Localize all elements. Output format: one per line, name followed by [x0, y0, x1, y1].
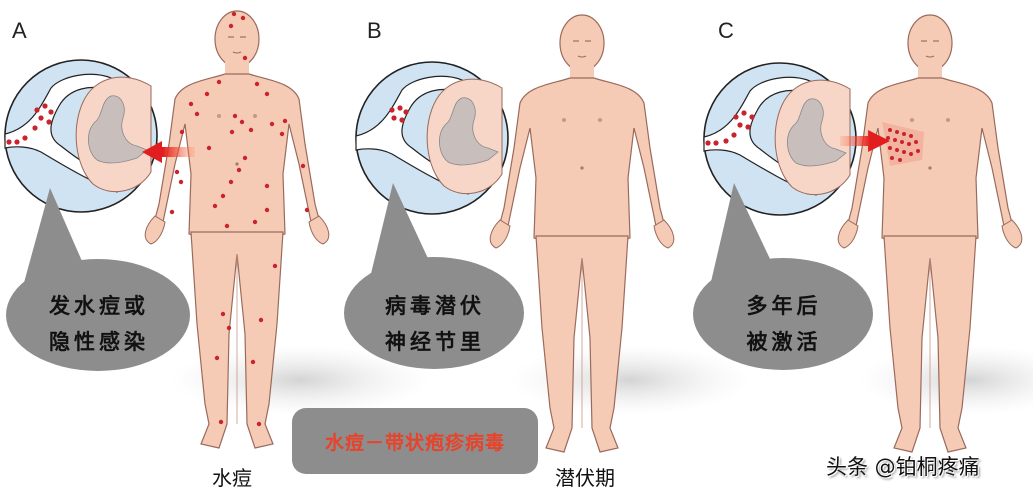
bubble-c-text: 多年后 被激活: [703, 288, 865, 360]
bubble-a-line-2: 隐性感染: [49, 330, 149, 354]
watermark: 头条 @铂桐疼痛: [826, 455, 980, 479]
panel-letter-a: A: [12, 18, 27, 43]
caption-b: 潜伏期: [555, 466, 615, 490]
panel-c-inset: [703, 62, 857, 216]
rash-dots: [169, 11, 310, 427]
bubble-c-line-2: 被激活: [746, 330, 822, 354]
caption-a: 水痘: [212, 466, 252, 490]
bubble-b-line-2: 神经节里: [385, 330, 485, 354]
speech-bubbles: [6, 183, 873, 371]
dermatome-rash: [886, 128, 920, 162]
panel-a-inset: [4, 59, 158, 213]
arrow-outward-icon: [840, 130, 890, 152]
panel-c-figure: [837, 14, 1023, 453]
bubble-a-text: 发水痘或 隐性感染: [18, 288, 180, 360]
panel-letter-c: C: [718, 18, 734, 43]
bubble-b-line-1: 病毒潜伏: [385, 294, 485, 318]
bubble-c-line-1: 多年后: [746, 294, 822, 318]
panel-letter-b: B: [367, 18, 382, 43]
panel-a-figure: [144, 10, 330, 449]
bubble-a-line-1: 发水痘或: [49, 294, 149, 318]
arrow-inward-icon: [142, 141, 195, 163]
virus-title: 水痘－带状疱疹病毒: [324, 431, 505, 454]
bubble-b-text: 病毒潜伏 神经节里: [354, 288, 516, 360]
title-box: 水痘－带状疱疹病毒: [292, 408, 538, 474]
panel-b-inset: [355, 61, 509, 215]
